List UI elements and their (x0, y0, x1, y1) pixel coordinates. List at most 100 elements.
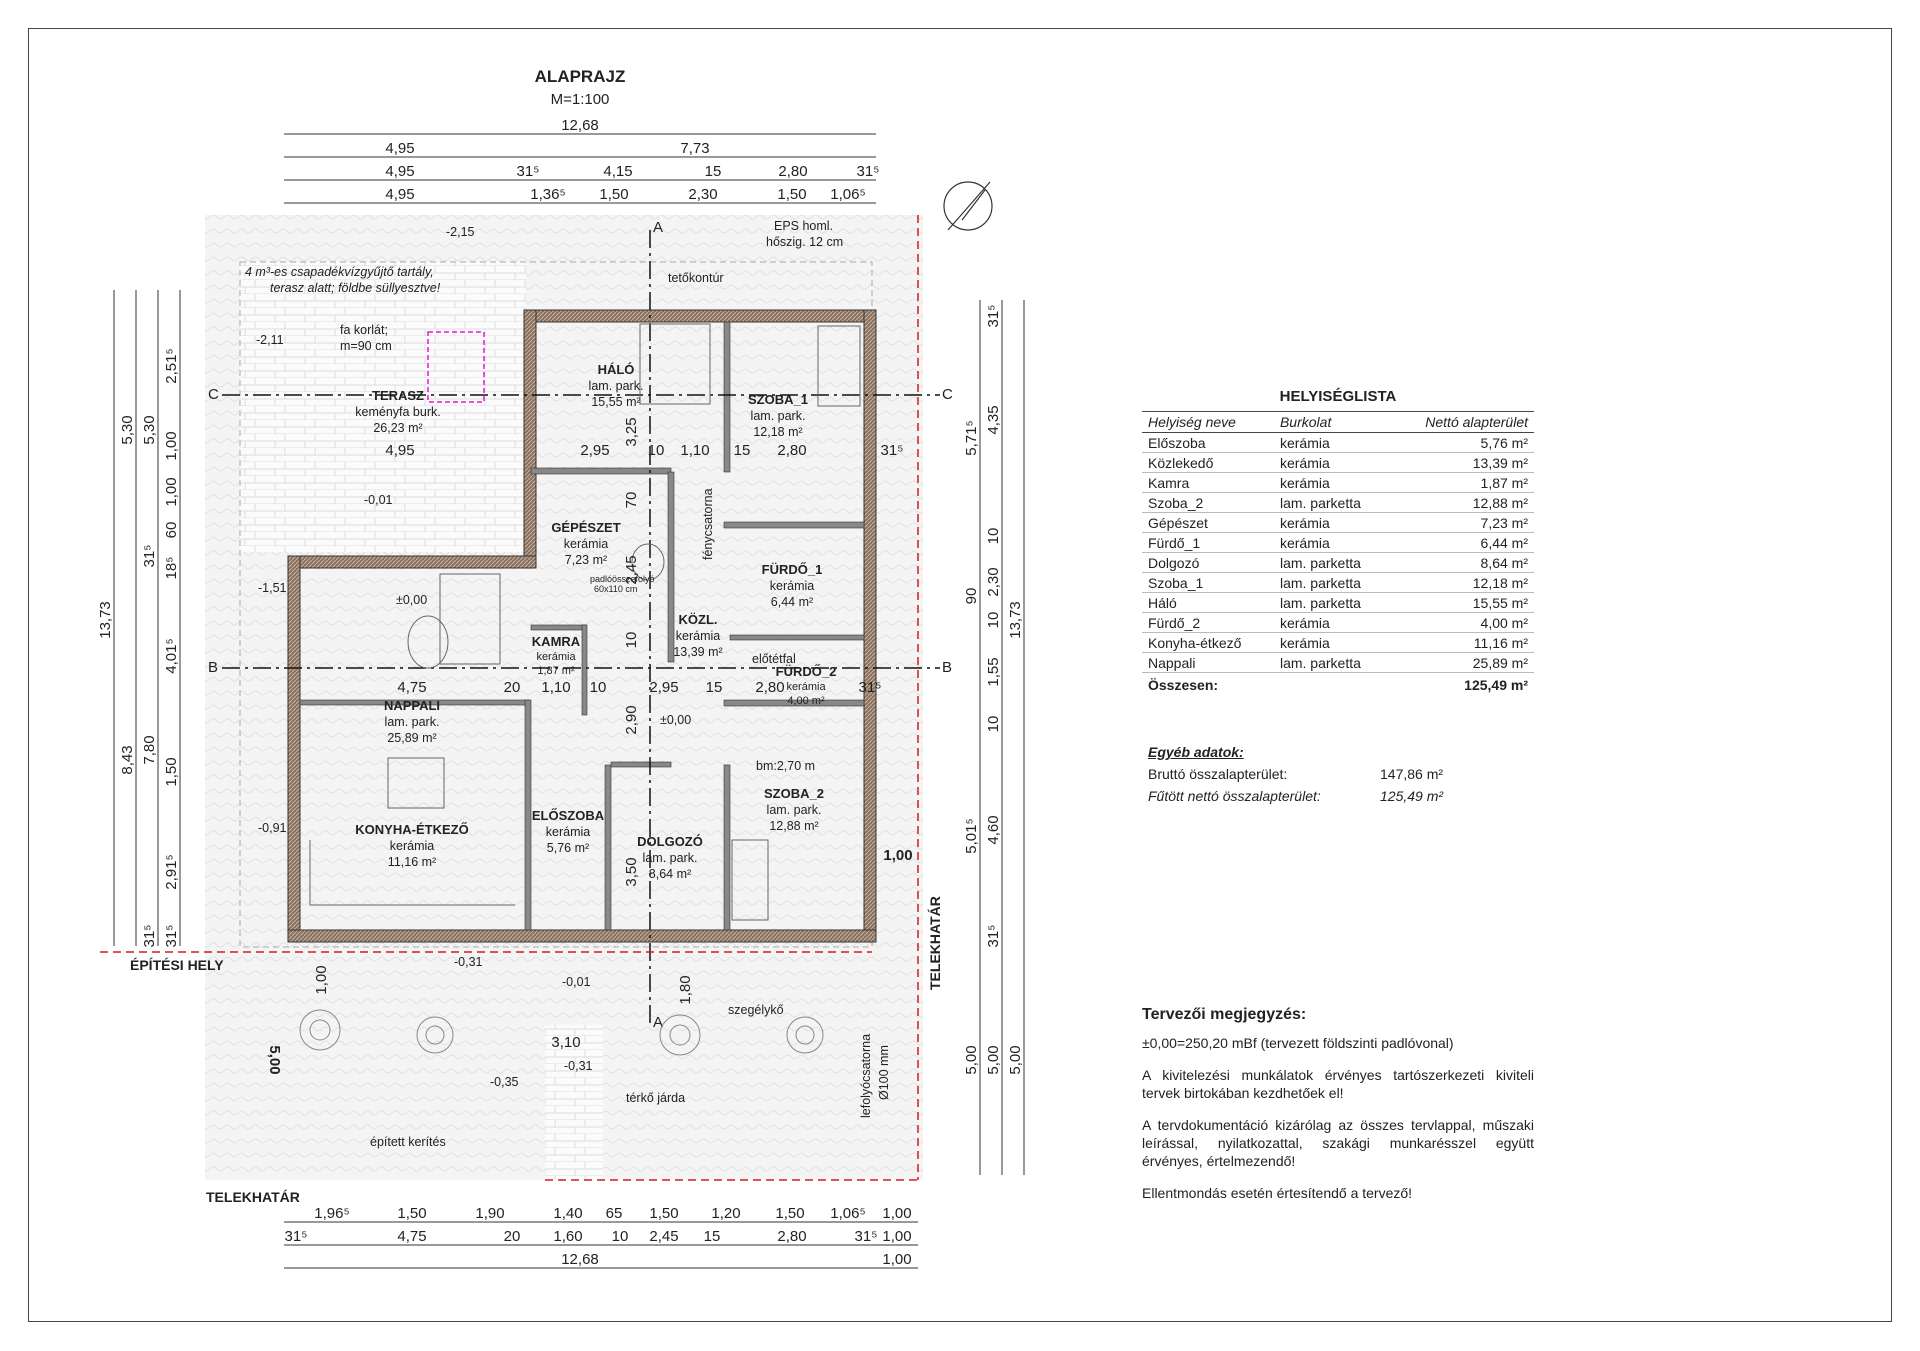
svg-text:15,55 m²: 15,55 m² (591, 395, 640, 409)
room-list-table: HELYISÉGLISTA Helyiség neve Burkolat Net… (1142, 388, 1534, 695)
svg-text:31⁵: 31⁵ (163, 925, 180, 948)
interior-walls (299, 321, 865, 931)
svg-text:10: 10 (623, 632, 640, 649)
svg-text:-0,31: -0,31 (564, 1059, 593, 1073)
svg-text:10: 10 (590, 679, 607, 696)
svg-text:8,43: 8,43 (119, 745, 136, 774)
svg-text:2,80: 2,80 (755, 679, 784, 696)
svg-text:1,00: 1,00 (163, 431, 180, 460)
svg-text:13,73: 13,73 (1007, 601, 1024, 639)
svg-text:előtétfal: előtétfal (752, 652, 796, 666)
svg-text:26,23 m²: 26,23 m² (373, 421, 422, 435)
svg-text:15: 15 (705, 163, 722, 180)
svg-text:A: A (653, 219, 663, 236)
svg-text:1,50: 1,50 (649, 1205, 678, 1222)
svg-text:20: 20 (504, 1228, 521, 1245)
svg-text:4,60: 4,60 (985, 815, 1002, 844)
rainwater-tank (427, 331, 485, 403)
heated-area-row: Fűtött nettó összalapterület:125,49 m² (1148, 788, 1444, 804)
svg-text:tetőkontúr: tetőkontúr (668, 271, 724, 285)
svg-text:31⁵: 31⁵ (855, 1228, 878, 1245)
svg-text:31⁵: 31⁵ (141, 925, 158, 948)
svg-text:4,01⁵: 4,01⁵ (163, 638, 180, 673)
inner-dims: 4,95 2,95 10 1,10 15 2,80 31⁵ 4,75 20 1,… (266, 417, 913, 1074)
svg-text:1,00: 1,00 (882, 1228, 911, 1245)
svg-text:kerámia: kerámia (564, 537, 609, 551)
svg-text:31⁵: 31⁵ (857, 163, 880, 180)
svg-text:C: C (942, 386, 953, 403)
svg-text:90: 90 (963, 588, 980, 605)
section-lines (222, 230, 940, 1025)
svg-text:3,25: 3,25 (623, 417, 640, 446)
svg-text:4,75: 4,75 (397, 1228, 426, 1245)
svg-text:Ø100 mm: Ø100 mm (877, 1045, 891, 1100)
svg-text:13,73: 13,73 (97, 601, 114, 639)
svg-text:2,80: 2,80 (778, 163, 807, 180)
svg-text:lam. park.: lam. park. (643, 851, 698, 865)
svg-text:kerámia: kerámia (536, 651, 576, 663)
svg-text:lam. park.: lam. park. (751, 409, 806, 423)
svg-text:10: 10 (985, 716, 1002, 733)
svg-text:31⁵: 31⁵ (985, 305, 1002, 328)
svg-text:12,88 m²: 12,88 m² (769, 819, 818, 833)
svg-text:8,64 m²: 8,64 m² (649, 867, 691, 881)
svg-text:12,18 m²: 12,18 m² (753, 425, 802, 439)
svg-text:-0,01: -0,01 (562, 975, 591, 989)
dims-left: 13,73 5,30 8,43 5,30 31⁵ 7,80 31⁵ 2,51⁵ … (97, 348, 180, 947)
svg-text:1,06⁵: 1,06⁵ (830, 186, 865, 203)
room-name: FÜRDŐ_1 (762, 562, 823, 577)
svg-text:12,68: 12,68 (561, 1251, 599, 1268)
svg-text:5,00: 5,00 (985, 1045, 1002, 1074)
svg-text:7,73: 7,73 (680, 140, 709, 157)
svg-text:1,96⁵: 1,96⁵ (314, 1205, 349, 1222)
col-area: Nettó alapterület (1390, 411, 1534, 433)
svg-text:kerámia: kerámia (676, 629, 721, 643)
svg-text:18⁵: 18⁵ (163, 557, 180, 580)
svg-text:10: 10 (648, 442, 665, 459)
svg-text:4,00 m²: 4,00 m² (787, 695, 825, 707)
north-arrow-icon (943, 181, 993, 231)
svg-text:2,95: 2,95 (580, 442, 609, 459)
svg-text:1,00: 1,00 (883, 847, 912, 864)
svg-text:kerámia: kerámia (390, 839, 435, 853)
svg-text:1,00: 1,00 (313, 965, 330, 994)
dimension-lines-right (979, 300, 1025, 1175)
svg-text:B: B (208, 659, 218, 676)
svg-text:5,30: 5,30 (141, 415, 158, 444)
svg-text:4,75: 4,75 (397, 679, 426, 696)
svg-text:-0,91: -0,91 (258, 821, 287, 835)
svg-text:4,35: 4,35 (985, 405, 1002, 434)
note-contradiction: Ellentmondás esetén értesítendő a tervez… (1142, 1185, 1413, 1201)
svg-text:1,90: 1,90 (475, 1205, 504, 1222)
svg-text:1,50: 1,50 (775, 1205, 804, 1222)
svg-text:épített kerítés: épített kerítés (370, 1135, 446, 1149)
svg-text:1,20: 1,20 (711, 1205, 740, 1222)
svg-text:szegélykő: szegélykő (728, 1003, 784, 1017)
svg-text:keményfa burk.: keményfa burk. (355, 405, 440, 419)
svg-text:EPS homl.: EPS homl. (774, 219, 833, 233)
svg-text:7,80: 7,80 (141, 735, 158, 764)
plan-scale: M=1:100 (551, 91, 610, 108)
svg-text:5,00: 5,00 (1007, 1045, 1024, 1074)
svg-text:31⁵: 31⁵ (285, 1228, 308, 1245)
svg-text:1,50: 1,50 (777, 186, 806, 203)
plan-title: ALAPRAJZ (535, 67, 626, 86)
svg-text:bm:2,70 m: bm:2,70 m (756, 759, 815, 773)
svg-text:20: 20 (504, 679, 521, 696)
svg-text:1,87 m²: 1,87 m² (537, 665, 575, 677)
room-name: GÉPÉSZET (551, 520, 620, 535)
svg-text:-0,01: -0,01 (364, 493, 393, 507)
dimension-lines-top (284, 133, 876, 204)
room-name: NAPPALI (384, 698, 440, 713)
svg-text:1,06⁵: 1,06⁵ (830, 1205, 865, 1222)
total-row: Összesen:125,49 m² (1148, 677, 1528, 693)
room-name: ELŐSZOBA (532, 808, 605, 823)
